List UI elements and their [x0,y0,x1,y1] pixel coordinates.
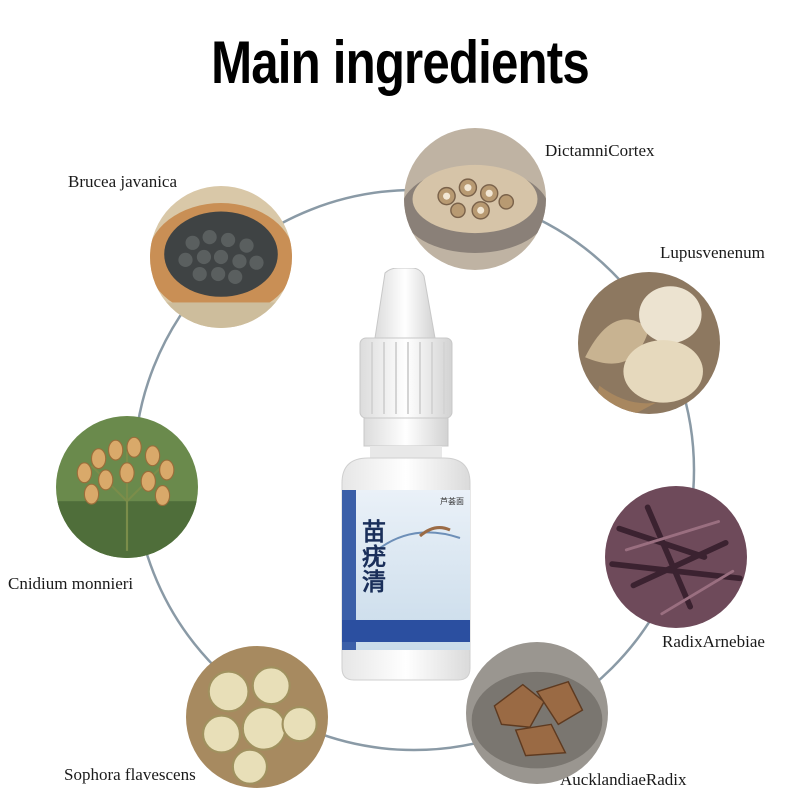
bottle-name-char-2: 疣 [362,543,386,571]
bottle-brand-text: 芦荟面 [440,497,464,506]
page-title: Main ingredients [211,29,590,96]
label-dictamni: DictamniCortex [545,141,655,160]
label-sophora: Sophora flavescens [64,765,196,784]
bottle-name-char-1: 苗 [362,518,386,546]
cnidium-flower-photo [56,416,198,558]
label-aucklandiae: AucklandiaeRadix [560,770,687,789]
brucea-seeds-photo [150,186,292,328]
dropper-bottle-product [320,267,490,688]
aucklandia-root-photo [466,642,608,784]
label-brucea: Brucea javanica [68,172,178,191]
bottle-name-char-3: 清 [362,568,386,596]
label-cnidium: Cnidium monnieri [8,574,134,593]
arnebia-root-photo [605,486,747,628]
bottle-name-text: 苗 疣 清 [362,520,386,595]
label-lupus: Lupusvenenum [660,243,765,262]
lupus-slices-photo [578,272,720,414]
dictamnus-bark-photo [404,128,546,270]
label-arnebiae: RadixArnebiae [662,632,765,651]
sophora-slices-photo [186,646,328,788]
